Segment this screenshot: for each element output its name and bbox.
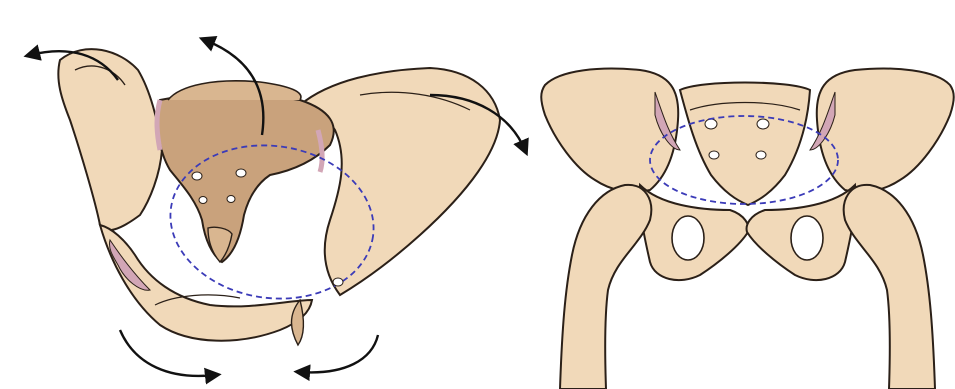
- right-ilium: [817, 69, 954, 192]
- right-pelvis-panel: [541, 69, 954, 389]
- left-ilium: [58, 49, 162, 230]
- left-femur: [560, 185, 651, 389]
- left-ilium: [541, 69, 678, 192]
- sacrum: [680, 83, 810, 206]
- left-pelvis-panel: [30, 40, 525, 376]
- right-femur: [844, 185, 935, 389]
- curved-arrow-icon: [300, 335, 378, 372]
